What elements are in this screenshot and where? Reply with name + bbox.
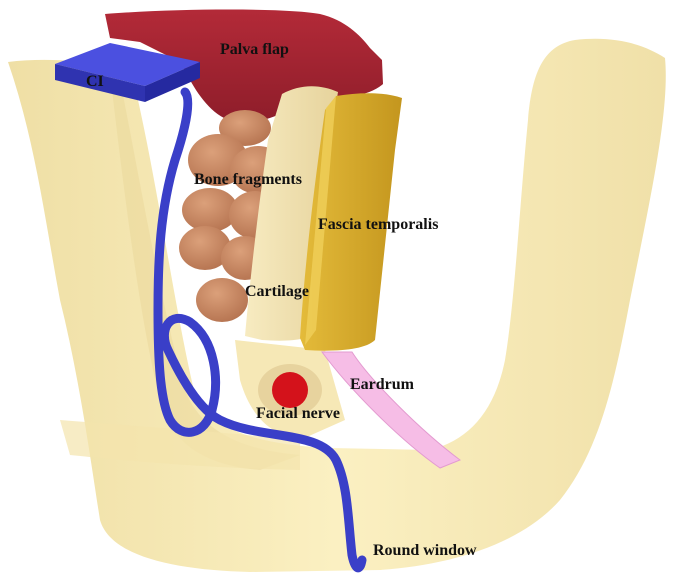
label-fascia-temporalis: Fascia temporalis xyxy=(318,217,438,233)
label-palva-flap: Palva flap xyxy=(220,42,289,58)
label-eardrum: Eardrum xyxy=(350,377,414,393)
label-facial-nerve: Facial nerve xyxy=(256,406,340,422)
label-ci: CI xyxy=(86,74,104,90)
bone-fragment xyxy=(196,278,248,322)
facial-nerve-core xyxy=(272,372,308,408)
label-round-window: Round window xyxy=(373,543,477,559)
label-bone-fragments: Bone fragments xyxy=(194,172,302,188)
label-cartilage: Cartilage xyxy=(245,284,309,300)
